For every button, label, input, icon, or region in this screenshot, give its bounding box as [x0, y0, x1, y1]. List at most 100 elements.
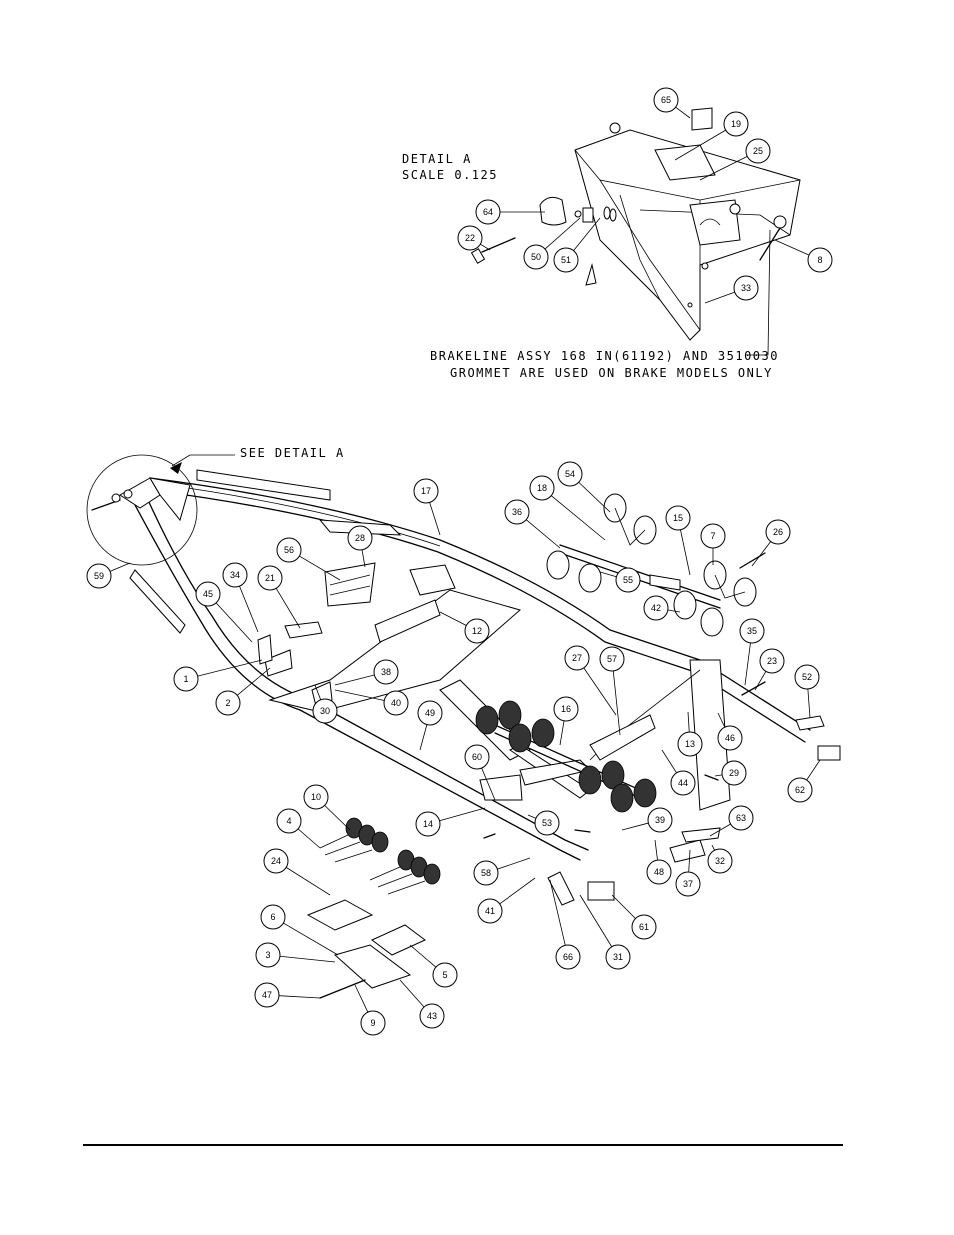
roller [531, 718, 555, 748]
callout-45: 45 [195, 581, 253, 643]
callout-number: 56 [284, 545, 294, 555]
callout-number: 33 [741, 283, 751, 293]
callout-27: 27 [564, 645, 617, 716]
callout-number: 31 [613, 952, 623, 962]
callout-50: 50 [523, 217, 581, 270]
callout-bubble [647, 807, 673, 833]
callout-bubble [303, 784, 329, 810]
lower-roller-assembly [475, 700, 657, 813]
callout-leader [578, 481, 611, 513]
callout-21: 21 [257, 565, 301, 629]
callout-leader [751, 541, 772, 567]
roller [475, 705, 499, 735]
callout-bubble [260, 904, 286, 930]
callout-leader [275, 588, 301, 629]
callout-leader [661, 749, 677, 774]
callout-number: 46 [725, 733, 735, 743]
callout-leader [197, 659, 263, 677]
callout-bubble [553, 696, 579, 722]
callout-number: 6 [270, 912, 275, 922]
callout-leader [481, 767, 496, 801]
callout-bubble [564, 645, 590, 671]
callout-bubble [728, 805, 754, 831]
callout-bubble [807, 247, 833, 273]
callout-bubble [464, 744, 490, 770]
callout-leader [688, 849, 691, 873]
callout-28: 28 [347, 525, 373, 568]
callout-number: 12 [472, 626, 482, 636]
callout-1: 1 [173, 659, 263, 692]
callout-number: 9 [370, 1018, 375, 1028]
callout-leader [559, 720, 565, 746]
callout-leader [544, 217, 581, 250]
detail-title: DETAIL A [402, 152, 472, 166]
callout-number: 21 [265, 573, 275, 583]
callout-number: 10 [311, 792, 321, 802]
callout-number: 23 [767, 656, 777, 666]
callout-number: 18 [537, 483, 547, 493]
callout-bubble [173, 666, 199, 692]
callout-bubble [473, 860, 499, 886]
callout-leader [680, 529, 691, 576]
callout-60: 60 [464, 744, 496, 801]
callout-number: 16 [561, 704, 571, 714]
callout-19: 19 [674, 111, 749, 161]
callout-leader [314, 684, 322, 700]
callout-bubble [523, 244, 549, 270]
callout-leader [499, 877, 536, 905]
callout-32: 32 [707, 844, 733, 874]
callout-bubble [665, 505, 691, 531]
callout-16: 16 [553, 696, 579, 746]
callout-number: 1 [183, 674, 188, 684]
callout-leader [674, 129, 726, 161]
callout-number: 2 [225, 698, 230, 708]
callout-bubble [477, 898, 503, 924]
callout-number: 13 [685, 739, 695, 749]
callout-bubble [765, 519, 791, 545]
callout-56: 56 [276, 537, 341, 581]
callout-leader [354, 984, 369, 1013]
callout-13: 13 [677, 711, 703, 757]
callout-number: 29 [729, 768, 739, 778]
detail-a-circle [86, 454, 198, 566]
callout-bubble [457, 225, 483, 251]
callout-53: 53 [527, 810, 560, 836]
callout-leader [709, 823, 731, 837]
callout-leader [573, 217, 601, 251]
callout-leader [439, 611, 467, 626]
note-line-1: BRAKELINE ASSY 168 IN(61192) AND 3510030 [430, 349, 779, 363]
bracket-5 [371, 924, 426, 956]
callout-bubble [222, 562, 248, 588]
callout-number: 30 [320, 706, 330, 716]
callout-41: 41 [477, 877, 536, 924]
callout-12: 12 [439, 611, 490, 644]
callout-bubble [475, 199, 501, 225]
roller [633, 778, 657, 808]
callout-leader [334, 674, 375, 686]
callout-leader [806, 759, 821, 781]
callout-bubble [677, 731, 703, 757]
callout-66: 66 [549, 879, 581, 970]
callout-number: 47 [262, 990, 272, 1000]
callout-number: 52 [802, 672, 812, 682]
callout-26: 26 [751, 519, 791, 567]
tail-light-61 [587, 881, 615, 901]
callout-5: 5 [409, 944, 458, 988]
callout-bubble [670, 770, 696, 796]
callout-number: 25 [753, 146, 763, 156]
callout-2: 2 [215, 667, 271, 716]
callout-number: 66 [563, 952, 573, 962]
callout-22: 22 [457, 225, 491, 251]
callout-bubble [419, 1003, 445, 1029]
callout-bubble [432, 962, 458, 988]
callout-leader [239, 585, 259, 633]
callout-bubble [675, 871, 701, 897]
callout-31: 31 [579, 894, 631, 970]
callout-bubble [733, 275, 759, 301]
pad-52 [795, 715, 825, 731]
callout-number: 62 [795, 785, 805, 795]
callout-47: 47 [254, 982, 321, 1008]
callout-number: 55 [623, 575, 633, 585]
callout-leader [551, 495, 606, 541]
